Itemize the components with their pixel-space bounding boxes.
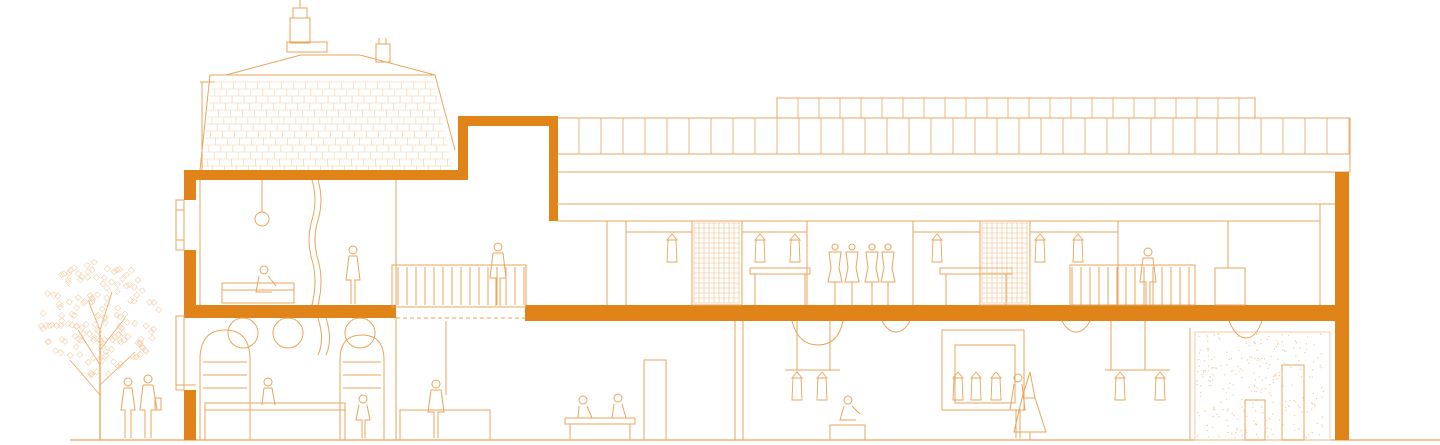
stair-rail (391, 242, 1190, 319)
skylight-roof (552, 97, 1351, 173)
mansard-roof (199, 54, 456, 171)
facade-window (175, 199, 196, 391)
pedestrian-pair (120, 374, 162, 438)
clothing-racks (666, 233, 1084, 263)
living-room (199, 179, 397, 306)
skylight-ribs (556, 98, 1350, 154)
mezzanine-workshop (557, 203, 1335, 306)
terrazzo-texture (1196, 333, 1325, 439)
cut-structure (184, 116, 1349, 440)
grid-screens (693, 222, 1028, 304)
ground-floor (199, 317, 1331, 441)
chimney (286, 0, 391, 63)
roof-tiles (202, 81, 453, 173)
clothing-racks-lower (791, 371, 1166, 401)
tree-foliage (37, 258, 163, 379)
